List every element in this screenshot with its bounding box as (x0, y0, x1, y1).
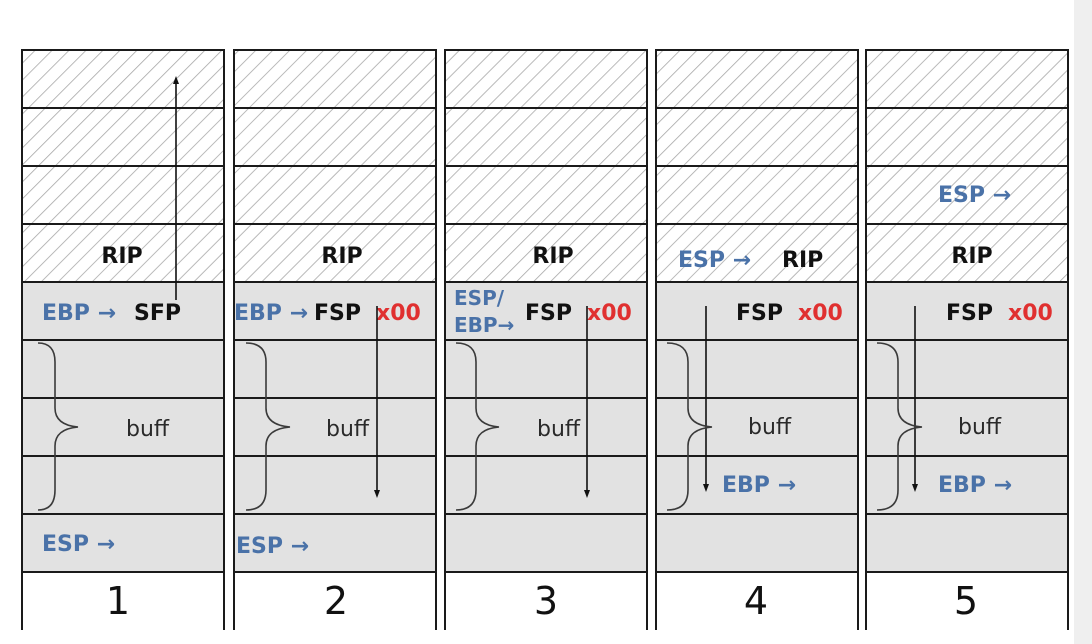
overwrite-x00: x00 (1008, 301, 1053, 326)
slot-hatched (21, 107, 225, 167)
column-number: 3 (534, 579, 558, 623)
buff-label: buff (326, 417, 370, 442)
slot-buff (655, 397, 859, 457)
slot-hatched (655, 49, 859, 109)
slot-buff (444, 339, 648, 399)
rip-label: RIP (321, 244, 362, 269)
column-number: 2 (324, 579, 348, 623)
slot-buff (655, 455, 859, 515)
ebp-pointer: EBP → (722, 473, 796, 498)
slot-hatched (21, 49, 225, 109)
column-5: ESP → RIP FSP x00 buff EBP → 5 (865, 49, 1069, 630)
column-1: RIP EBP → SFP buff ESP → 1 (21, 49, 225, 630)
column-3: RIP ESP/ EBP→ FSP x00 buff 3 (444, 49, 648, 630)
slot-hatched (233, 165, 437, 225)
buff-brace (455, 342, 500, 511)
slot-buff (655, 339, 859, 399)
column-number: 1 (106, 579, 130, 623)
slot-buff (865, 397, 1069, 457)
slot-hatched (444, 165, 648, 225)
ebp-pointer: EBP → (938, 473, 1012, 498)
right-edge-strip (1074, 0, 1092, 644)
slot-fsp (865, 281, 1069, 341)
buff-brace (245, 342, 291, 511)
ebp-pointer: EBP → (42, 301, 116, 326)
ebp-pointer: EBP→ (454, 313, 514, 337)
fsp-label: FSP (736, 301, 783, 326)
buff-label: buff (958, 415, 1002, 440)
slot-hatched (444, 107, 648, 167)
buff-brace (37, 342, 79, 511)
overwrite-x00: x00 (798, 301, 843, 326)
esp-pointer: ESP → (678, 248, 751, 273)
slot-hatched (655, 107, 859, 167)
column-2: RIP EBP → FSP x00 buff ESP → 2 (233, 49, 437, 630)
esp-slash-pointer: ESP/ (454, 286, 505, 310)
slot-hatched (233, 49, 437, 109)
buff-brace (666, 342, 713, 511)
slot-hatched (233, 107, 437, 167)
esp-pointer: ESP → (42, 532, 115, 557)
slot-rip (21, 223, 225, 283)
rip-label: RIP (951, 244, 992, 269)
slot-bottom (655, 513, 859, 573)
slot-buff (233, 397, 437, 457)
column-number: 4 (744, 579, 768, 623)
buff-brace (876, 342, 923, 511)
buff-label: buff (537, 417, 581, 442)
slot-bottom (21, 513, 225, 573)
column-4: ESP → RIP FSP x00 buff EBP → 4 (655, 49, 859, 630)
slot-fsp (444, 281, 648, 341)
slot-buff (865, 339, 1069, 399)
slot-bottom (233, 513, 437, 573)
slot-fsp (233, 281, 437, 341)
column-number: 5 (954, 579, 978, 623)
slot-hatched (865, 107, 1069, 167)
slot-rip (233, 223, 437, 283)
fsp-label: FSP (525, 301, 572, 326)
rip-label: RIP (782, 248, 823, 273)
slot-buff (865, 455, 1069, 515)
slot-sfp (21, 281, 225, 341)
slot-hatched (21, 165, 225, 225)
esp-pointer: ESP → (236, 534, 309, 559)
slot-rip (865, 223, 1069, 283)
rip-label: RIP (532, 244, 573, 269)
slot-hatched (655, 165, 859, 225)
slot-bottom (444, 513, 648, 573)
overwrite-x00: x00 (376, 301, 421, 326)
slot-hatched (865, 165, 1069, 225)
slot-bottom (865, 513, 1069, 573)
slot-hatched (865, 49, 1069, 109)
rip-label: RIP (101, 244, 142, 269)
slot-buff (21, 455, 225, 515)
buff-label: buff (748, 415, 792, 440)
slot-hatched (444, 49, 648, 109)
ebp-pointer: EBP → (234, 301, 308, 326)
sfp-label: SFP (134, 301, 181, 326)
slot-buff (233, 455, 437, 515)
fsp-label: FSP (314, 301, 361, 326)
buff-label: buff (126, 417, 170, 442)
slot-buff (21, 397, 225, 457)
esp-pointer: ESP → (938, 183, 1011, 208)
fsp-label: FSP (946, 301, 993, 326)
overwrite-x00: x00 (587, 301, 632, 326)
slot-buff (233, 339, 437, 399)
